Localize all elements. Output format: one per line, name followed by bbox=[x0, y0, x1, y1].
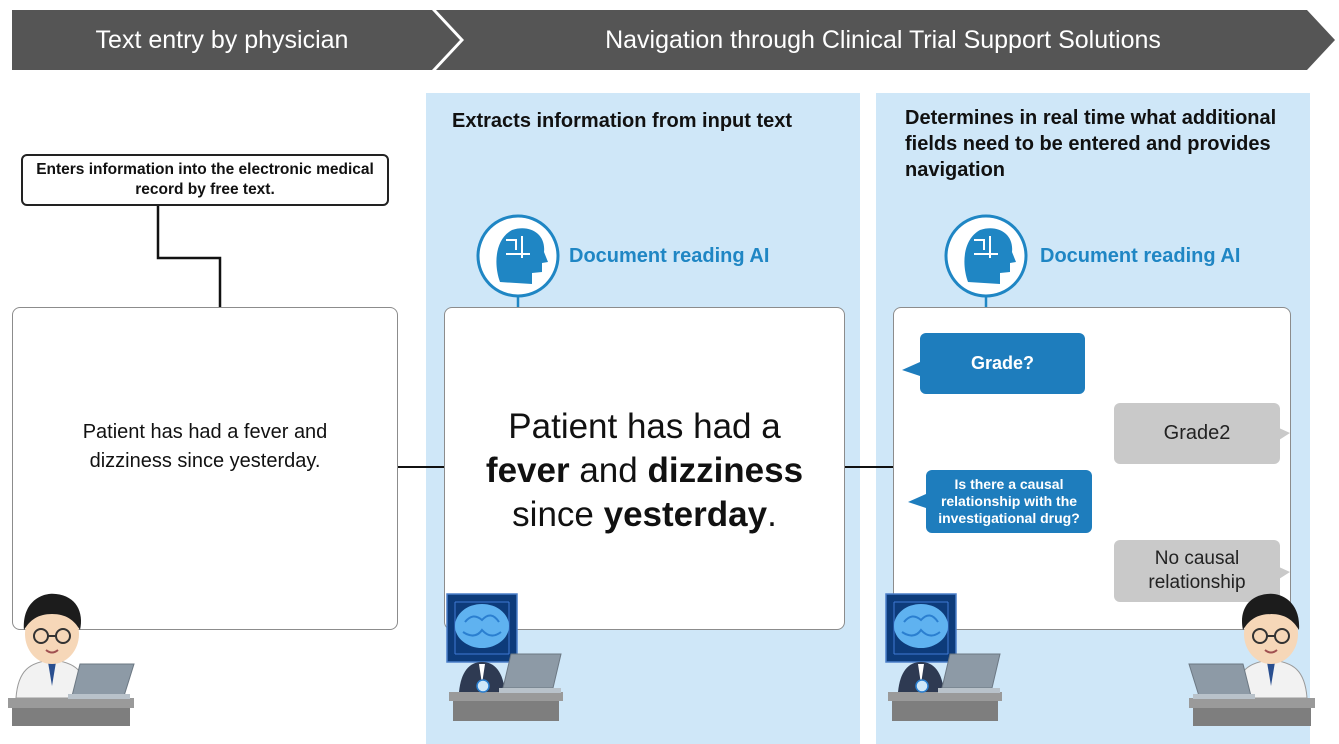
answer-causality-bubble: No causal relationship bbox=[1114, 540, 1280, 602]
extracted-since: since bbox=[512, 495, 594, 534]
bubble-tail-q2 bbox=[908, 494, 926, 508]
extracted-period: . bbox=[767, 495, 777, 534]
banner-chevron-left bbox=[12, 10, 460, 70]
doctor-laptop-icon bbox=[8, 593, 135, 726]
extraction-box bbox=[444, 307, 845, 630]
ai-label-navigate: Document reading AI bbox=[1040, 245, 1241, 267]
bubble-tail-a2 bbox=[1279, 567, 1290, 579]
ai-label-extract: Document reading AI bbox=[569, 245, 770, 267]
bubble-tail-q1 bbox=[902, 362, 920, 376]
keyword-fever: fever bbox=[485, 451, 570, 490]
banner-left-label: Text entry by physician bbox=[95, 26, 349, 54]
doctor-laptop-icon bbox=[1188, 593, 1315, 726]
question-grade-bubble: Grade? bbox=[920, 333, 1085, 394]
keyword-yesterday: yesterday bbox=[603, 495, 768, 534]
bubble-tail-a1 bbox=[1279, 428, 1290, 440]
callout-connector bbox=[156, 205, 222, 316]
answer-grade-bubble: Grade2 bbox=[1114, 403, 1280, 464]
ai-head-icon bbox=[476, 214, 560, 322]
banner-right-label: Navigation through Clinical Trial Suppor… bbox=[605, 26, 1161, 54]
extracted-line1: Patient has had a bbox=[508, 407, 781, 446]
extracted-text: Patient has had a fever and dizziness si… bbox=[454, 405, 835, 537]
question-causality-bubble: Is there a causal relationship with the … bbox=[926, 470, 1092, 533]
ehr-text-box bbox=[12, 307, 398, 630]
physician-callout: Enters information into the electronic m… bbox=[21, 154, 389, 206]
panel-navigate-heading: Determines in real time what additional … bbox=[905, 107, 1277, 181]
extracted-and: and bbox=[579, 451, 638, 490]
input-text: Patient has had a fever and dizziness si… bbox=[82, 421, 328, 472]
ai-robot-laptop-icon bbox=[885, 593, 1002, 721]
process-banner bbox=[12, 10, 1335, 70]
keyword-dizziness: dizziness bbox=[647, 451, 804, 490]
banner-chevron-right bbox=[436, 10, 1335, 70]
ai-head-icon bbox=[944, 214, 1028, 322]
panel-extract-heading: Extracts information from input text bbox=[452, 110, 793, 132]
ai-robot-laptop-icon bbox=[446, 593, 563, 721]
